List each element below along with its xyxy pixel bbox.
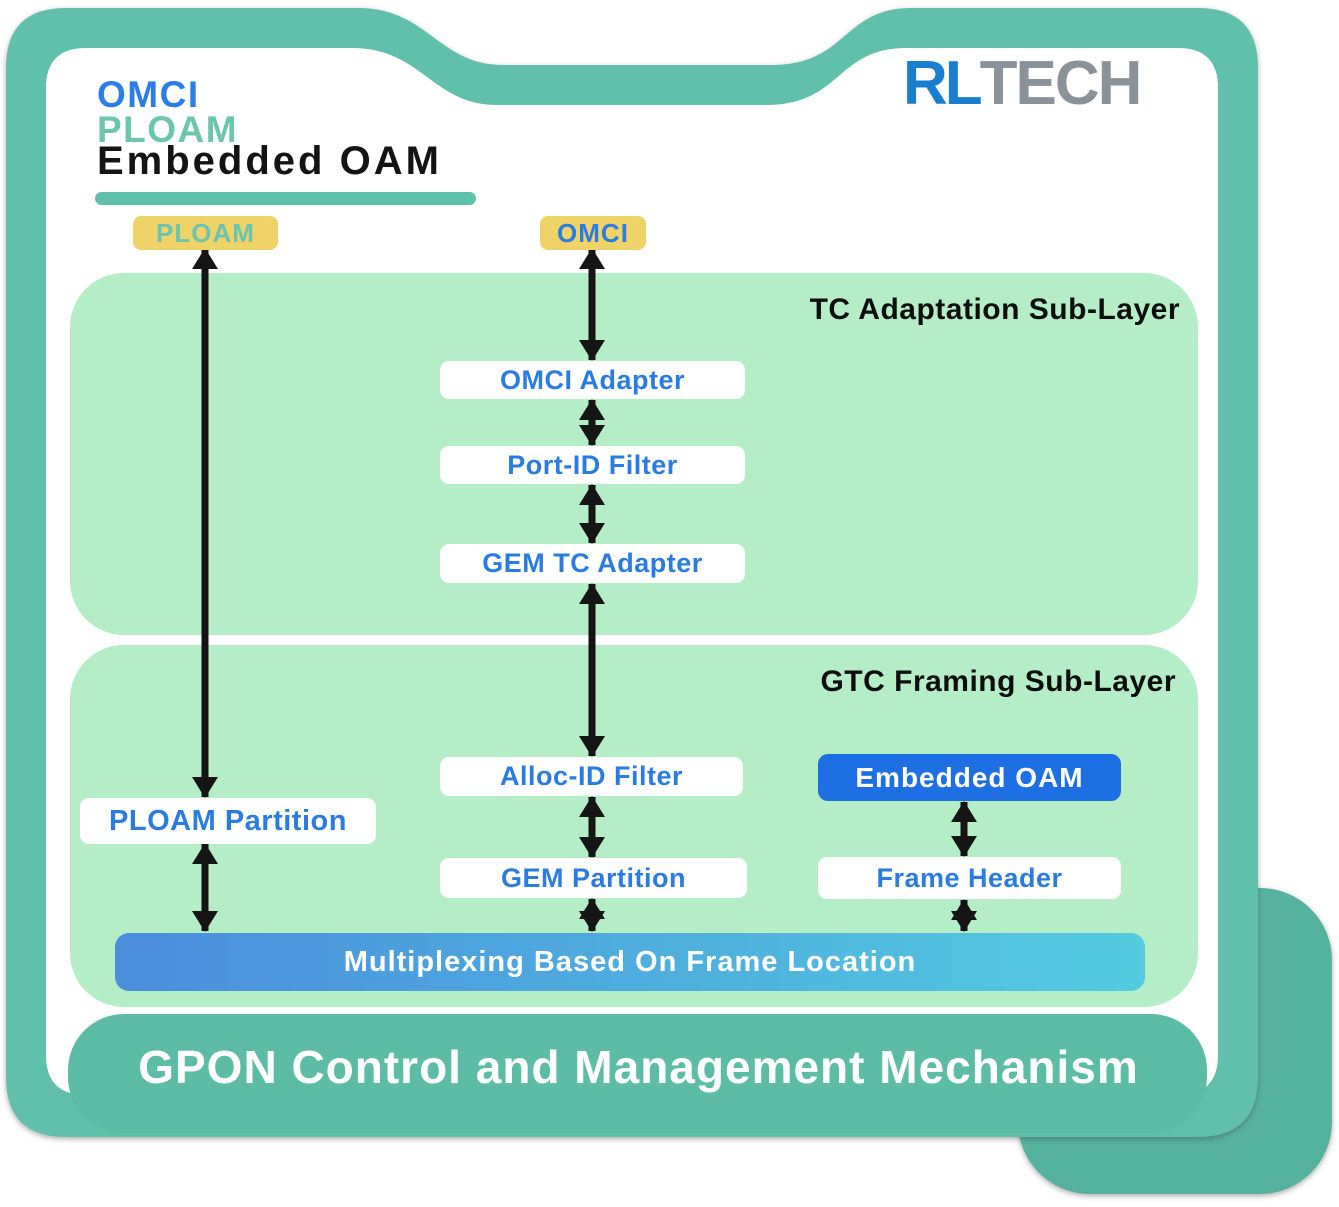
alloc-id-filter-box: Alloc-ID Filter (440, 757, 743, 796)
embedded-oam-box: Embedded OAM (818, 754, 1121, 801)
gem-tc-adapter-box: GEM TC Adapter (440, 544, 745, 583)
rltech-logo: RLTECH (903, 48, 1143, 119)
multiplexing-bar: Multiplexing Based On Frame Location (115, 933, 1145, 991)
gpon-footer-label: GPON Control and Management Mechanism (138, 1041, 1139, 1093)
tc-adaptation-sublayer-title: TC Adaptation Sub-Layer (809, 293, 1180, 326)
logo-rl-text: RL (903, 49, 983, 118)
gtc-framing-sublayer-title: GTC Framing Sub-Layer (820, 665, 1176, 698)
ploam-partition-box: PLOAM Partition (80, 798, 376, 844)
logo-tech-text: TECH (979, 49, 1143, 118)
legend-underline (95, 192, 476, 205)
legend-omci: OMCI (97, 74, 200, 115)
ploam-badge: PLOAM (133, 216, 278, 250)
legend-ploam: PLOAM (97, 109, 239, 150)
frame-header-box: Frame Header (818, 857, 1121, 899)
port-id-filter-box: Port-ID Filter (440, 446, 745, 484)
legend-embedded-oam: Embedded OAM (97, 139, 442, 183)
gem-partition-box: GEM Partition (440, 858, 747, 898)
omci-adapter-box: OMCI Adapter (440, 361, 745, 399)
omci-badge: OMCI (540, 216, 646, 250)
